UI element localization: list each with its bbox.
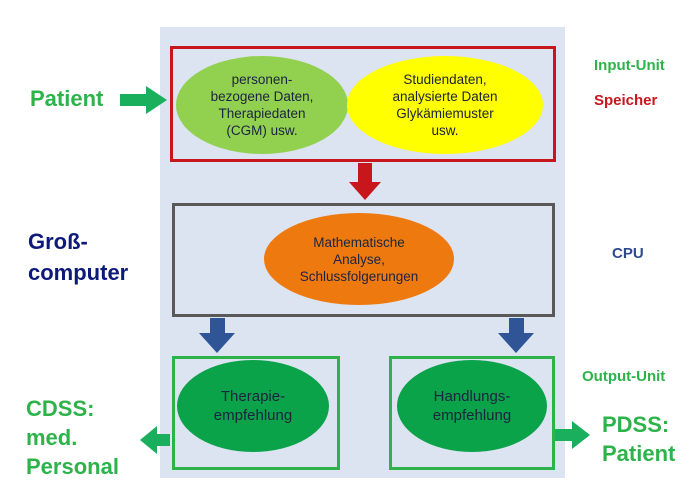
cpu-box [172,203,555,317]
node-analysis-text: Mathematische Analyse, Schlussfolgerunge… [299,234,419,284]
node-personal-data: personen- bezogene Daten, Therapiedaten … [176,56,348,154]
node-therapy-recommendation: Therapie- empfehlung [177,360,329,452]
arrow-memory-to-cpu [349,163,381,200]
label-grosscomputer: Groß- computer [28,229,129,285]
arrow-cpu-to-output-right [498,318,534,353]
label-patient: Patient [30,86,104,111]
node-therapy-text: Therapie- empfehlung [213,388,293,424]
label-cpu: CPU [612,245,644,262]
memory-box [170,46,556,162]
node-analysis: Mathematische Analyse, Schlussfolgerunge… [264,213,454,305]
output-box-right [389,356,555,470]
arrow-output-to-cdss [140,426,170,454]
output-box-left [172,356,340,470]
node-study-data: Studiendaten, analysierte Daten Glykämie… [347,56,543,154]
label-pdss: PDSS: Patient [602,412,676,466]
node-action-text: Handlungs- empfehlung [432,388,512,424]
label-input-unit: Input-Unit [594,57,665,74]
node-action-recommendation: Handlungs- empfehlung [397,360,547,452]
node-personal-data-text: personen- bezogene Daten, Therapiedaten … [210,72,314,138]
label-output-unit: Output-Unit [582,368,666,385]
label-speicher: Speicher [594,92,658,109]
arrow-patient-input [120,86,167,114]
label-cdss: CDSS: med. Personal [26,396,119,479]
node-study-data-text: Studiendaten, analysierte Daten Glykämie… [392,72,498,138]
arrow-output-to-pdss [555,421,590,449]
arrow-cpu-to-output-left [199,318,235,353]
